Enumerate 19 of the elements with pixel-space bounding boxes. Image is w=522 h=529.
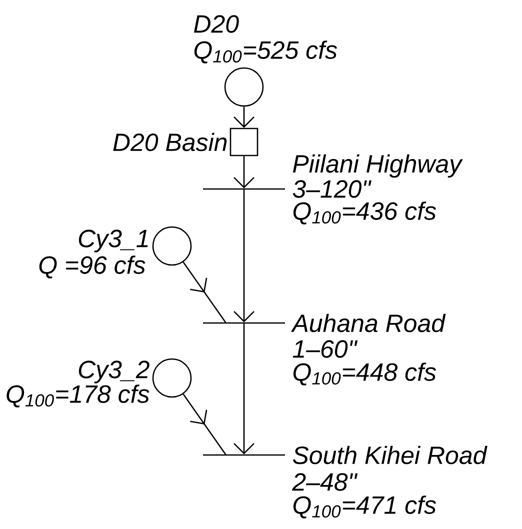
node-label: Q$_{100}$=525 cfs [194,40,337,64]
node-label: Piilani Highway [292,154,463,178]
node-label: Q$_{100}$=471 cfs [293,496,436,518]
node-label: Cy3_1 [78,230,148,252]
node-label: Q$_{100}$=436 cfs [293,202,436,224]
node-label: South Kihei Road [292,446,488,464]
node-label: 1–60" [292,340,358,358]
node-label: D20 [194,15,239,33]
node-label: Auhana Road [290,314,446,332]
node-label: Q$_{100}$=178 cfs [6,384,150,408]
arrow [234,156,254,188]
node-label: Q =96 cfs [39,256,146,278]
arrow [234,190,254,322]
node-label: Cy3_2 [78,360,150,384]
node-label: 3–120" [292,180,372,198]
node-label: 2–48" [292,473,358,491]
node-label: D20 Basin [113,132,227,152]
arrow [234,324,254,454]
node-label: Q$_{100}$=448 cfs [293,362,436,386]
